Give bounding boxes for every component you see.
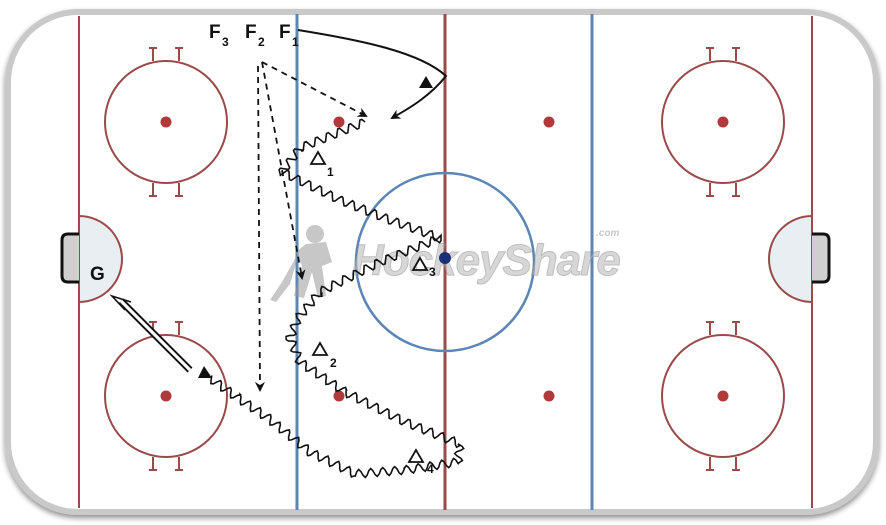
forward-f2-letter: F (245, 22, 257, 43)
faceoff-dot (333, 116, 345, 128)
skater-silhouette-icon (270, 225, 332, 302)
faceoff-dot (543, 390, 555, 402)
forward-f1-index: 1 (292, 35, 299, 49)
faceoff-dot (717, 390, 729, 402)
cone-2-index: 2 (330, 356, 337, 370)
cone-3-index: 3 (429, 265, 436, 279)
cone-1-index: 1 (327, 165, 334, 179)
cone-2: 2 (311, 341, 337, 370)
f1-skate-path (297, 29, 448, 119)
shooter-marker-icon (198, 366, 212, 378)
goalie-label: G (90, 264, 105, 285)
right-net (812, 232, 831, 284)
cone-4-index: 4 (427, 462, 434, 476)
forward-f1: F 1 (279, 22, 299, 49)
faceoff-dot (333, 390, 345, 402)
watermark-suffix: .com (596, 228, 619, 239)
left-crease (78, 214, 123, 304)
puck-icon (439, 252, 451, 264)
cone-icon (411, 256, 429, 271)
left-net (60, 232, 79, 284)
faceoff-circle-top-right (661, 47, 785, 197)
forward-f2: F 2 (245, 22, 265, 49)
faceoff-circle-bottom-right (661, 321, 785, 471)
shot-arrow (109, 294, 193, 373)
cone-4: 4 (407, 448, 434, 476)
forward-f2-index: 2 (258, 35, 265, 49)
forward-f3-index: 3 (222, 35, 229, 49)
cone-icon (311, 341, 329, 356)
cone-icon (309, 150, 327, 165)
center-circle (354, 171, 536, 353)
puck-carry-path (210, 118, 465, 479)
forward-f3: F 3 (209, 22, 229, 49)
forward-f3-letter: F (209, 22, 221, 43)
cone-icon (407, 448, 425, 463)
f1-marker-icon (419, 76, 433, 88)
faceoff-dot (717, 116, 729, 128)
f2-dashed-route-1 (261, 61, 368, 117)
forward-f1-letter: F (279, 22, 291, 43)
cone-3: 3 (411, 256, 436, 279)
watermark-brand: HockeyShare (352, 236, 620, 285)
cone-1: 1 (309, 150, 334, 179)
faceoff-dot (160, 390, 172, 402)
faceoff-dots (160, 116, 729, 402)
f2-dashed-route-2 (261, 61, 306, 280)
watermark: HockeyShare .com (270, 225, 622, 302)
faceoff-circle-top-left (104, 47, 228, 197)
faceoff-dot (543, 116, 555, 128)
faceoff-dot (160, 116, 172, 128)
right-crease (768, 214, 813, 304)
